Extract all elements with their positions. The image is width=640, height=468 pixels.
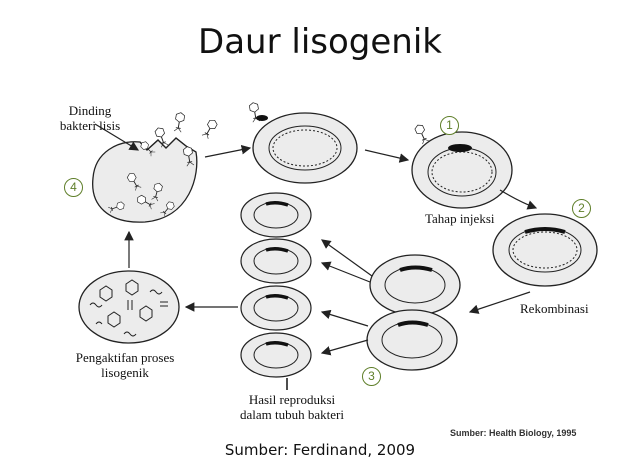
label-injection: Tahap injeksi	[425, 211, 495, 226]
step-number-4: 4	[64, 178, 83, 197]
label-reproduction-line1: Hasil reproduksi	[248, 392, 336, 407]
step-number-1: 1	[440, 116, 459, 135]
label-recombination: Rekombinasi	[520, 301, 589, 316]
cell-lysis	[92, 137, 198, 223]
label-activation-line2: lisogenik	[101, 365, 149, 380]
label-activation-line1: Pengaktifan proses	[75, 350, 175, 365]
cell-recombination-upper	[369, 254, 461, 316]
label-lysis: Dinding bakteri lisis	[40, 103, 140, 133]
reproduction-cells	[240, 192, 312, 378]
label-lysis-line1: Dinding	[68, 103, 112, 118]
label-reproduction: Hasil reproduksi dalam tubuh bakteri	[222, 392, 362, 422]
step-number-2: 2	[572, 199, 591, 218]
cell-injection	[411, 122, 513, 209]
label-reproduction-line2: dalam tubuh bakteri	[240, 407, 344, 422]
cell-integration	[492, 213, 598, 287]
label-activation: Pengaktifan proses lisogenik	[60, 350, 190, 380]
cell-attachment	[248, 101, 358, 184]
released-phage	[172, 111, 186, 133]
released-phage	[200, 117, 219, 140]
cell-activation	[78, 270, 180, 344]
slide-caption: Sumber: Ferdinand, 2009	[224, 441, 416, 459]
cycle-arrows	[94, 123, 538, 390]
step-number-3: 3	[362, 367, 381, 386]
slide-title: Daur lisogenik	[198, 22, 442, 62]
label-lysis-line2: bakteri lisis	[59, 118, 121, 133]
cell-recombination-lower	[366, 309, 458, 371]
image-source-note: Sumber: Health Biology, 1995	[450, 428, 577, 438]
